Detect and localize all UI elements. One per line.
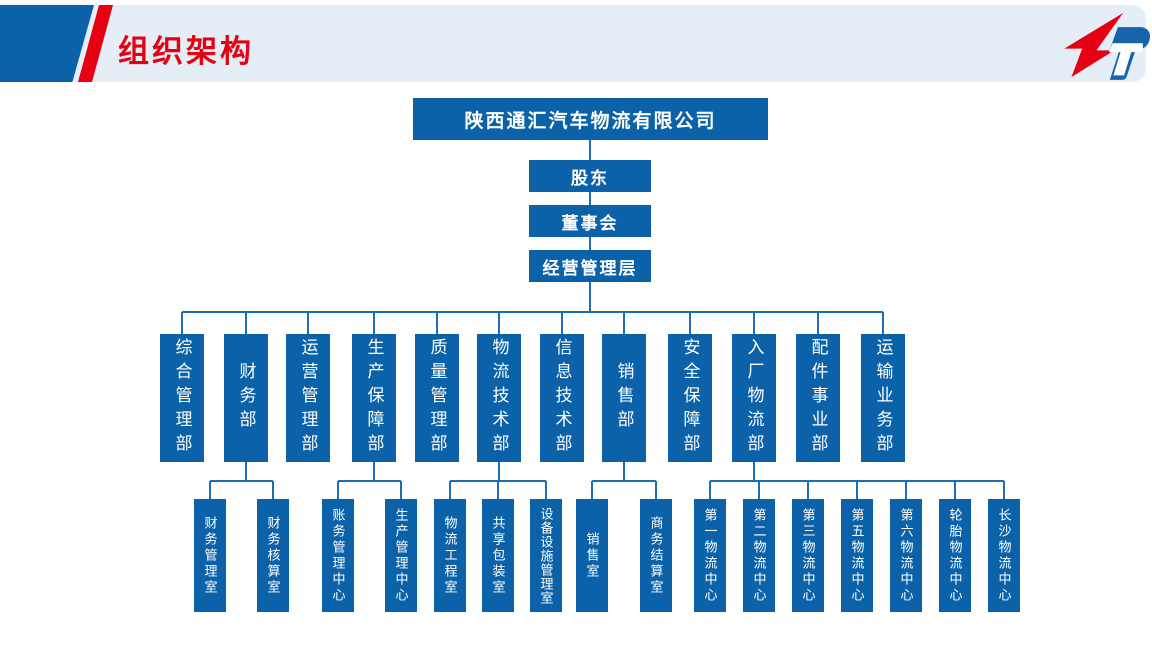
connector-line [245, 462, 247, 481]
connector-line [497, 481, 499, 499]
dept-box: 财务部 [224, 334, 268, 462]
connector-line [272, 481, 274, 499]
dept-box: 质量管理部 [415, 334, 459, 462]
sub-dept-box: 轮胎物流中心 [939, 499, 971, 612]
dept-box: 物流技术部 [477, 334, 521, 462]
sub-dept-box: 第六物流中心 [890, 499, 922, 612]
connector-line [709, 481, 711, 499]
connector-line [592, 480, 656, 482]
dept-box: 入厂物流部 [732, 334, 776, 462]
dept-box: 信息技术部 [540, 334, 584, 462]
sub-dept-box: 第三物流中心 [792, 499, 824, 612]
connector-line [498, 462, 500, 481]
connector-line [589, 192, 591, 205]
org-root-box: 陕西通汇汽车物流有限公司 [413, 98, 768, 140]
sub-dept-box: 商务结算室 [640, 499, 672, 612]
connector-line [817, 312, 819, 334]
sub-dept-box: 财务管理室 [194, 499, 226, 612]
connector-line [210, 480, 273, 482]
connector-line [623, 462, 625, 481]
dept-box: 安全保障部 [668, 334, 712, 462]
sub-dept-box: 财务核算室 [257, 499, 289, 612]
connector-line [589, 237, 591, 250]
connector-line [753, 312, 755, 334]
sub-dept-box: 共享包装室 [482, 499, 514, 612]
connector-line [400, 481, 402, 499]
dept-box: 生产保障部 [352, 334, 396, 462]
dept-box: 销售部 [602, 334, 646, 462]
dept-box: 运输业务部 [861, 334, 905, 462]
connector-line [1003, 481, 1005, 499]
shareholders-box: 股东 [529, 160, 651, 192]
connector-line [181, 312, 183, 334]
connector-line [882, 312, 884, 334]
sub-dept-box: 生产管理中心 [385, 499, 417, 612]
sub-dept-box: 第二物流中心 [743, 499, 775, 612]
connector-line [689, 312, 691, 334]
connector-line [591, 481, 593, 499]
dept-box: 运营管理部 [286, 334, 330, 462]
sub-dept-box: 销售室 [576, 499, 608, 612]
connector-line [561, 312, 563, 334]
connector-line [182, 311, 883, 313]
connector-line [758, 481, 760, 499]
page-title: 组织架构 [118, 34, 254, 69]
logo-red-arrow-icon [1064, 12, 1124, 78]
connector-line [545, 481, 547, 499]
sub-dept-box: 账务管理中心 [322, 499, 354, 612]
company-logo [1064, 12, 1150, 80]
connector-line [436, 312, 438, 334]
board-box: 董事会 [529, 205, 651, 237]
connector-line [373, 312, 375, 334]
dept-box: 综合管理部 [160, 334, 204, 462]
connector-line [954, 481, 956, 499]
logo-white-t-icon [1108, 43, 1143, 76]
sub-dept-box: 设备设施管理室 [530, 499, 562, 612]
connector-line [498, 312, 500, 334]
sub-dept-box: 第一物流中心 [694, 499, 726, 612]
sub-dept-box: 第五物流中心 [841, 499, 873, 612]
connector-line [337, 481, 339, 499]
connector-line [589, 140, 591, 160]
header-band [0, 5, 1146, 82]
connector-line [589, 282, 591, 312]
connector-line [807, 481, 809, 499]
connector-line [905, 481, 907, 499]
connector-line [623, 312, 625, 334]
connector-line [338, 480, 401, 482]
sub-dept-box: 物流工程室 [434, 499, 466, 612]
management-box: 经营管理层 [529, 250, 651, 282]
sub-dept-box: 长沙物流中心 [988, 499, 1020, 612]
connector-line [856, 481, 858, 499]
connector-line [753, 462, 755, 481]
connector-line [373, 462, 375, 481]
connector-line [245, 312, 247, 334]
connector-line [449, 481, 451, 499]
connector-line [209, 481, 211, 499]
connector-line [655, 481, 657, 499]
connector-line [307, 312, 309, 334]
dept-box: 配件事业部 [796, 334, 840, 462]
